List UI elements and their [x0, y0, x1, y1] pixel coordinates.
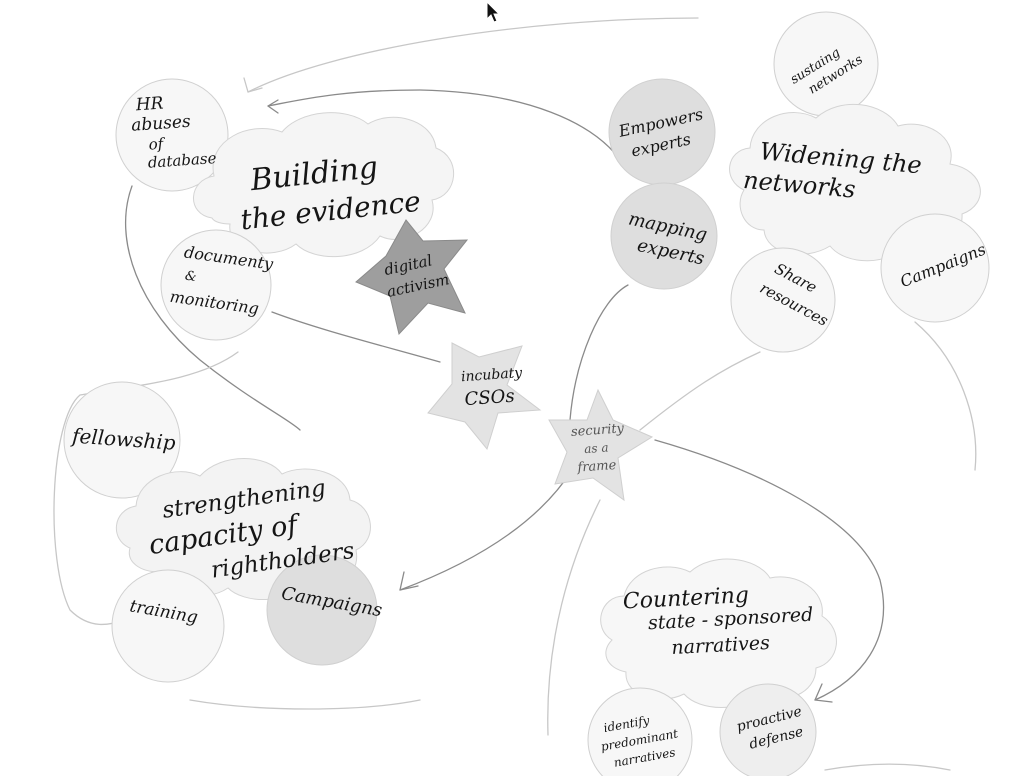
incubating-line-2: CSOs — [464, 386, 515, 410]
node-training-circle[interactable] — [111, 569, 225, 683]
node-hr-abuses-circle[interactable] — [115, 78, 229, 192]
node-campaigns-right-circle[interactable] — [880, 213, 990, 323]
connector-top-arc — [247, 17, 699, 93]
node-building-evidence-cloud[interactable] — [193, 112, 454, 258]
node-mapping-experts-circle[interactable] — [610, 182, 718, 290]
incubating-line-1: incubaty — [461, 365, 524, 385]
security-line-2: as a — [584, 440, 609, 456]
node-incubating-star[interactable] — [427, 342, 542, 451]
documenting-line-2: & — [184, 269, 198, 285]
node-proactive-circle[interactable] — [719, 683, 817, 776]
connector-campaigns-right-tail — [914, 321, 977, 471]
node-digital-activism-star[interactable] — [355, 219, 469, 336]
node-hr-abuses-label: HR abuses of database — [131, 94, 218, 172]
connector-documenting-to-incubating — [271, 311, 441, 363]
connector-security-to-strengthening — [399, 469, 573, 591]
node-fellowship-circle[interactable] — [63, 381, 181, 499]
node-identify-circle[interactable] — [587, 687, 693, 776]
security-line-3: frame — [576, 458, 617, 476]
hr-abuses-line-2: abuses — [131, 112, 192, 136]
countering-line-3: narratives — [671, 632, 771, 659]
connector-mapping-to-security — [569, 284, 629, 421]
node-campaigns-left-circle[interactable] — [266, 554, 378, 666]
mouse-pointer-icon — [486, 0, 501, 23]
hr-abuses-line-1: HR — [134, 94, 164, 116]
connector-hr-to-strengthening — [124, 185, 301, 431]
node-share-resources-circle[interactable] — [730, 247, 836, 353]
connector-strengthening-arrowhead — [399, 571, 419, 591]
hr-abuses-line-3: of — [148, 134, 166, 153]
connector-bottom-right-arc — [824, 763, 951, 771]
connector-fellowship-loop — [53, 351, 239, 626]
connector-proactive-arrowhead — [814, 683, 833, 703]
connector-evidence-arrowhead — [267, 99, 279, 114]
node-security-star[interactable] — [548, 388, 654, 502]
connector-share-to-security — [639, 351, 761, 431]
connector-security-to-proactive — [654, 439, 885, 701]
connector-security-to-identify — [547, 499, 601, 736]
security-line-1: security — [571, 421, 626, 440]
node-security-label: security as a frame — [571, 421, 626, 476]
connector-bottom-left-arc — [189, 699, 421, 710]
node-documenting-circle[interactable] — [160, 229, 272, 341]
hr-abuses-line-4: database — [147, 149, 217, 172]
connector-mapping-to-evidence — [267, 89, 629, 173]
node-countering-cloud[interactable] — [600, 558, 837, 708]
connector-top-arrowhead — [243, 77, 263, 93]
node-incubating-label: incubaty CSOs — [461, 365, 524, 410]
